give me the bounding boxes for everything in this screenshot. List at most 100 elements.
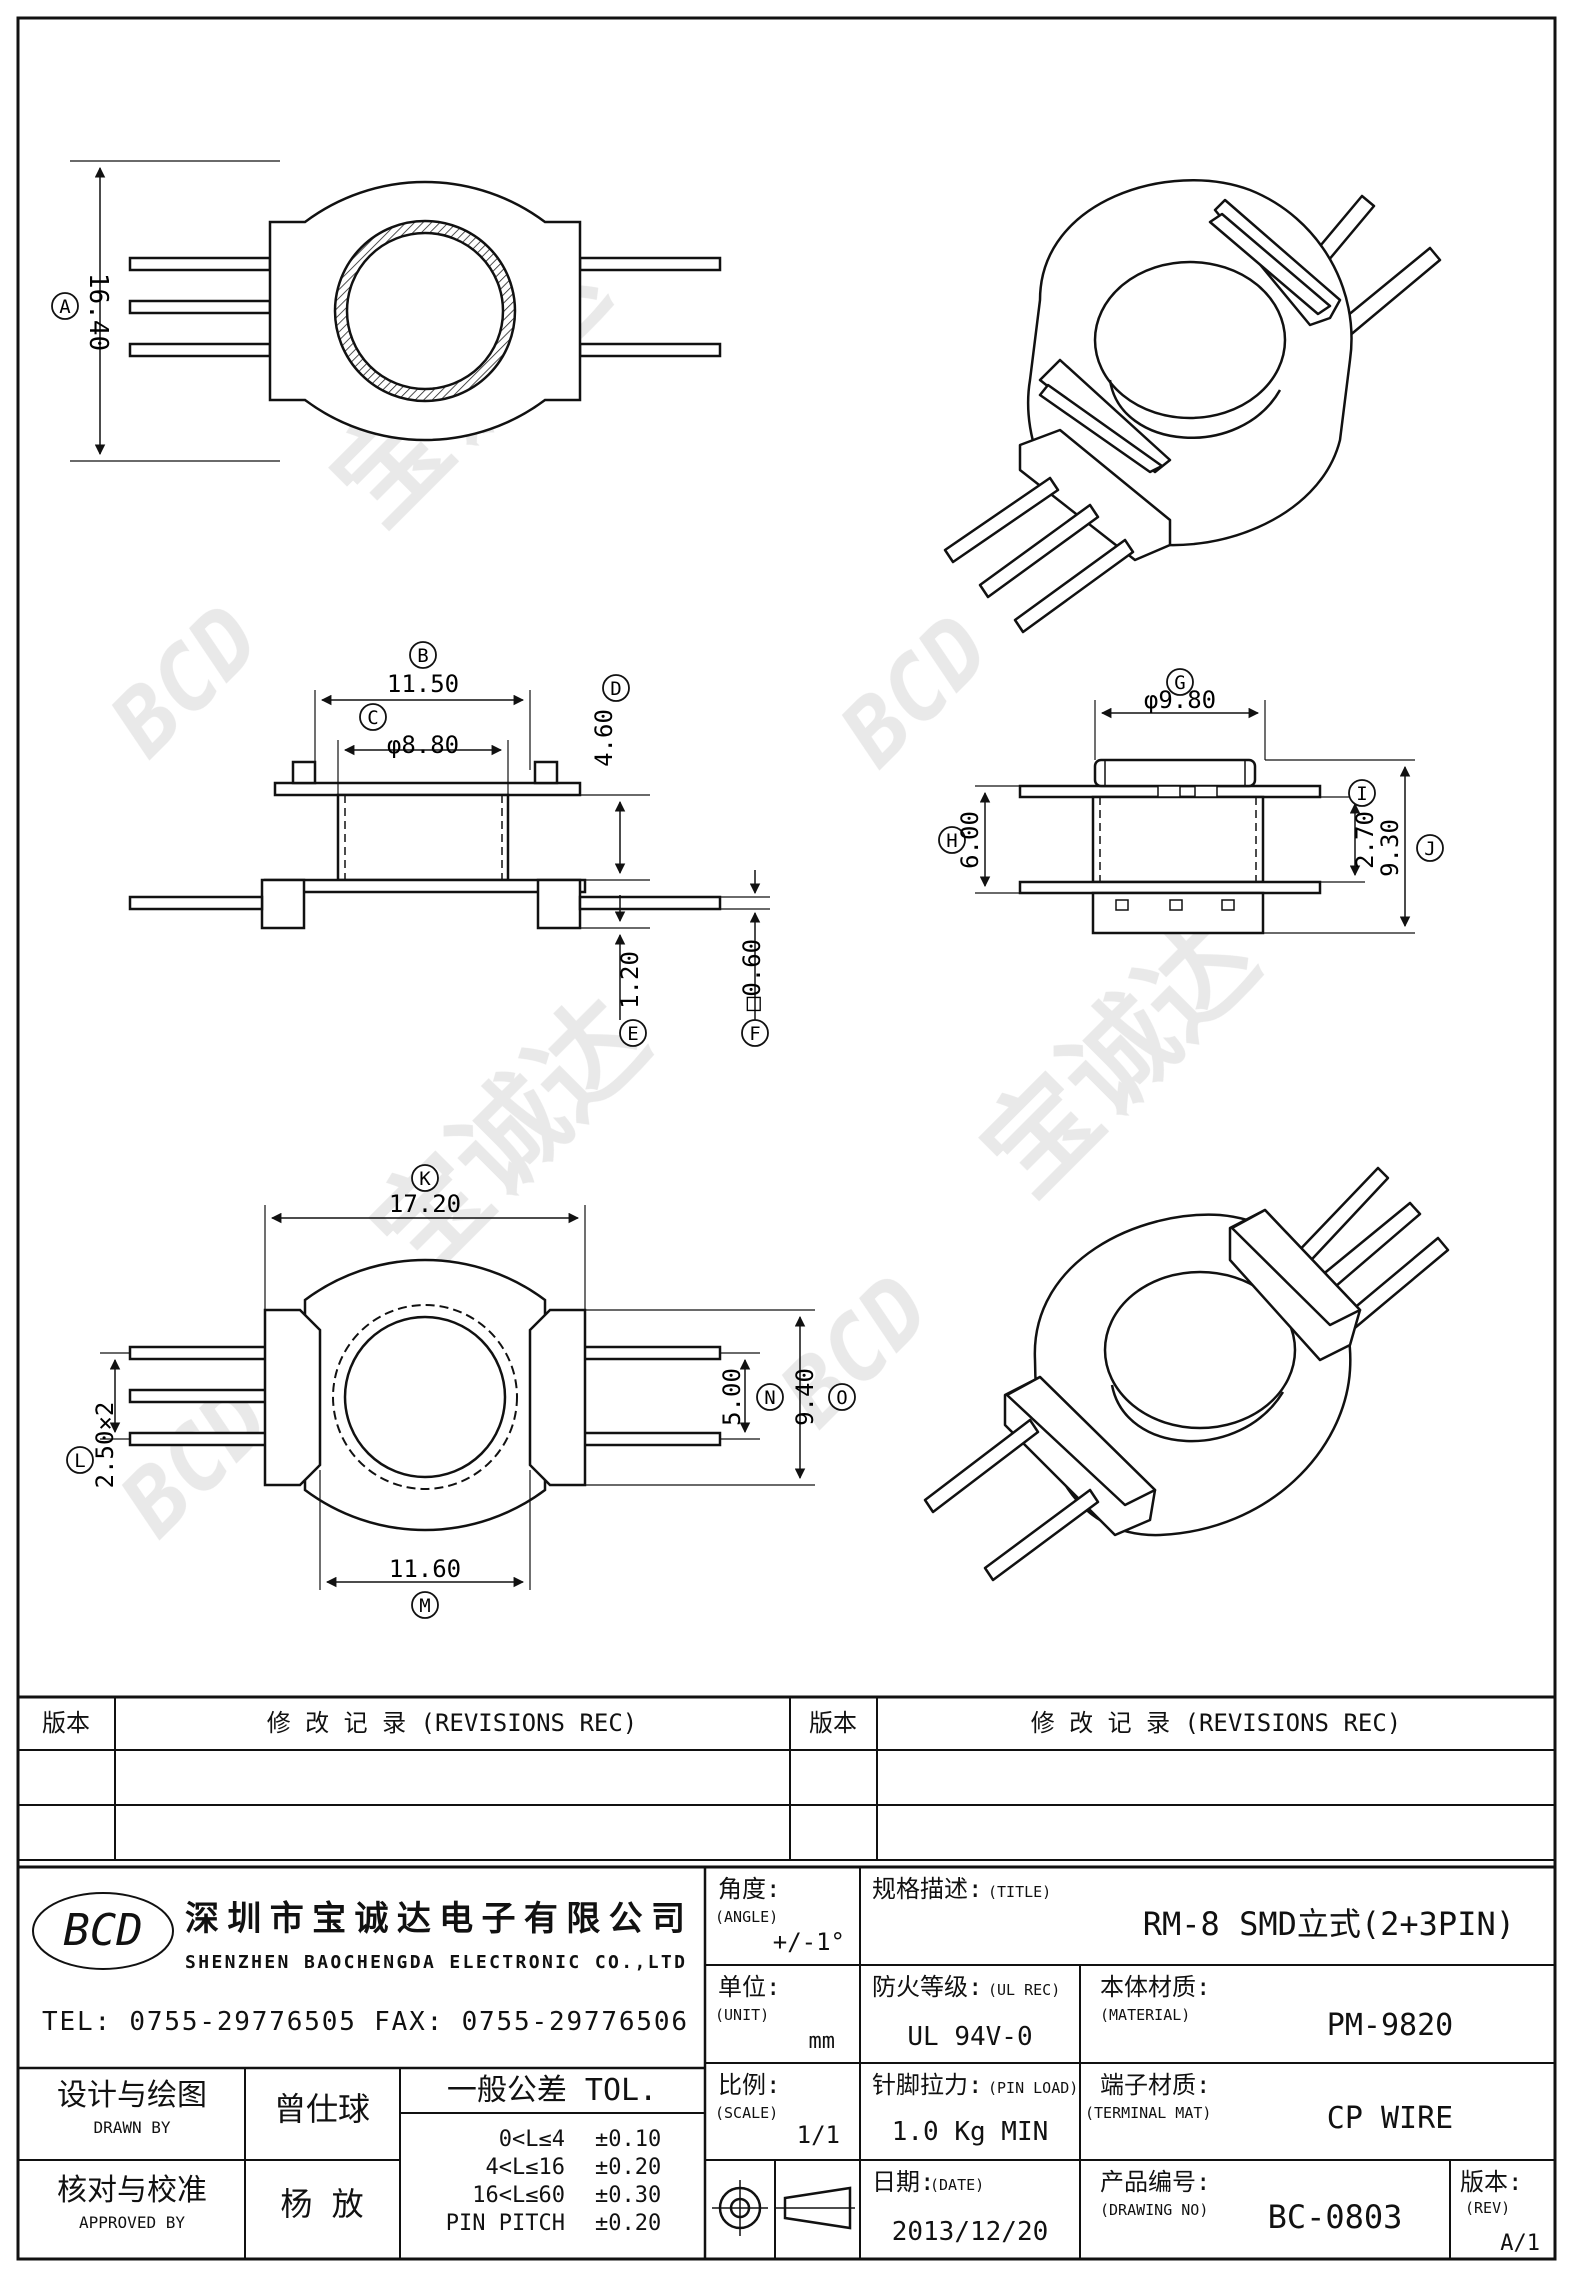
flange-tab [291, 760, 317, 785]
bottom-view [100, 1205, 815, 1590]
bottom-flange [1018, 880, 1322, 895]
top-tab [1093, 758, 1257, 788]
dimension-d: D 4.60 [590, 674, 630, 767]
dimension-o: O 9.40 [791, 1368, 856, 1426]
tol-value: ±0.10 [595, 2127, 661, 2152]
date-value: 2013/12/20 [892, 2217, 1049, 2247]
dim-o-value: 9.40 [791, 1368, 819, 1426]
dim-g-tag: G [1174, 672, 1185, 694]
tol-range: 4<L≤16 [486, 2155, 565, 2180]
terminal-block [528, 1308, 587, 1487]
projection-symbol [712, 2180, 855, 2236]
rev-header: 版本 [809, 1709, 857, 1737]
pin [983, 1488, 1100, 1582]
dimension-k: K 17.20 [389, 1164, 461, 1218]
isometric-view-bottom [923, 1166, 1450, 1582]
bobbin-hole [343, 1315, 507, 1479]
dim-i-tag: I [1356, 783, 1367, 805]
scale-sub: (SCALE) [715, 2104, 778, 2122]
dim-c-tag: C [367, 707, 378, 729]
drawing-value: BC-0803 [1268, 2198, 1403, 2236]
dim-a-value: 16.40 [83, 273, 113, 351]
dimension-l: L 2.50×2 [66, 1402, 119, 1488]
dim-b-tag: B [417, 645, 428, 667]
title-block-fields: 角度: (ANGLE) +/-1° 规格描述: (TITLE) RM-8 SMD… [57, 1875, 1540, 2256]
title-sub: (TITLE) [988, 1883, 1051, 1901]
tol-title: 一般公差 TOL. [447, 2073, 657, 2108]
watermark-chars: 宝诚达 [348, 975, 672, 1299]
unit-value: mm [809, 2029, 836, 2054]
pin [128, 895, 264, 911]
ul-label: 防火等级: [872, 1973, 982, 2001]
top-view [70, 160, 722, 462]
rev-label: 版本: [1460, 2168, 1522, 2196]
dim-c-value: φ8.80 [387, 731, 459, 759]
terminal-value: CP WIRE [1327, 2101, 1453, 2136]
date-label: 日期: [872, 2168, 934, 2196]
terminal-label: 端子材质: [1100, 2071, 1210, 2099]
dimension-c: C φ8.80 [359, 703, 459, 759]
top-flange [273, 781, 582, 797]
rev-value: A/1 [1500, 2231, 1540, 2256]
dimension-a: A 16.40 [51, 273, 113, 351]
pin [923, 1418, 1040, 1514]
side-view-dimensions: B 11.50 C φ8.80 D 4.60 E 1.20 F □0.60 [359, 641, 769, 1047]
dim-n-tag: N [764, 1387, 775, 1409]
dim-g-value: φ9.80 [1144, 686, 1216, 714]
pinload-sub: (PIN LOAD) [988, 2079, 1078, 2097]
dimension-b: B 11.50 [387, 641, 459, 698]
tol-value: ±0.20 [595, 2211, 661, 2236]
watermark-logo: BCD [821, 596, 1011, 786]
company-name-en: SHENZHEN BAOCHENGDA ELECTRONIC CO.,LTD [185, 1952, 685, 1973]
angle-label: 角度: [718, 1875, 780, 1903]
tol-range: 16<L≤60 [472, 2183, 565, 2208]
rev-rec-header: 修 改 记 录 (REVISIONS REC) [267, 1709, 638, 1737]
drawn-sub: DRAWN BY [93, 2118, 170, 2137]
dim-k-tag: K [419, 1168, 431, 1190]
dim-k-value: 17.20 [389, 1190, 461, 1218]
front-view-dimensions: G φ9.80 H 6.00 I 2.70 J 9.30 [938, 668, 1444, 877]
dim-m-tag: M [419, 1595, 430, 1617]
watermark-chars: 宝诚达 [958, 895, 1282, 1219]
title-label: 规格描述: [872, 1875, 982, 1903]
scale-label: 比例: [718, 2071, 780, 2099]
dimension-m: 11.60 M [389, 1555, 461, 1619]
bobbin-hole [1103, 1270, 1297, 1430]
approved-label: 核对与校准 [57, 2173, 207, 2208]
revision-table [18, 1695, 1555, 1861]
ul-value: UL 94V-0 [907, 2022, 1032, 2052]
dimension-h: H 6.00 [938, 811, 984, 869]
rev-header: 版本 [42, 1709, 90, 1737]
approved-sub: APPROVED BY [79, 2213, 185, 2232]
terminal-block [260, 878, 306, 930]
terminal-base [1018, 428, 1172, 562]
dim-h-tag: H [946, 830, 957, 852]
dim-m-value: 11.60 [389, 1555, 461, 1583]
company-name-cn: 深圳市宝诚达电子有限公司 [185, 1899, 685, 1939]
dimension-g: G φ9.80 [1144, 668, 1216, 714]
ul-sub: (UL REC) [988, 1981, 1060, 1999]
title-block [18, 1865, 1555, 2259]
angle-sub: (ANGLE) [715, 1908, 778, 1926]
pin [128, 1388, 272, 1404]
dim-e-tag: E [627, 1023, 638, 1045]
drawing-sub: (DRAWING NO) [1100, 2201, 1208, 2219]
scale-value: 1/1 [797, 2121, 840, 2149]
material-sub: (MATERIAL) [1100, 2006, 1190, 2024]
dim-n-value: 5.00 [718, 1368, 746, 1426]
revision-headers: 版本 修 改 记 录 (REVISIONS REC) 版本 修 改 记 录 (R… [42, 1709, 1401, 1737]
sheet-border [16, 16, 1557, 2261]
terminal-block [536, 878, 582, 930]
pin [128, 1431, 272, 1447]
front-view [975, 700, 1415, 935]
tol-value: ±0.30 [595, 2183, 661, 2208]
company-info: BCD 深圳市宝诚达电子有限公司 SHENZHEN BAOCHENGDA ELE… [32, 1892, 687, 2037]
dim-l-tag: L [74, 1450, 85, 1472]
company-logo-mark [32, 1892, 174, 1970]
dimension-f: F □0.60 [738, 939, 769, 1047]
dimension-n: N 5.00 [718, 1368, 784, 1426]
isometric-view-top [943, 179, 1442, 634]
dim-a-tag: A [59, 296, 71, 318]
pin [578, 895, 722, 911]
watermark-logo: BCD [91, 586, 281, 776]
